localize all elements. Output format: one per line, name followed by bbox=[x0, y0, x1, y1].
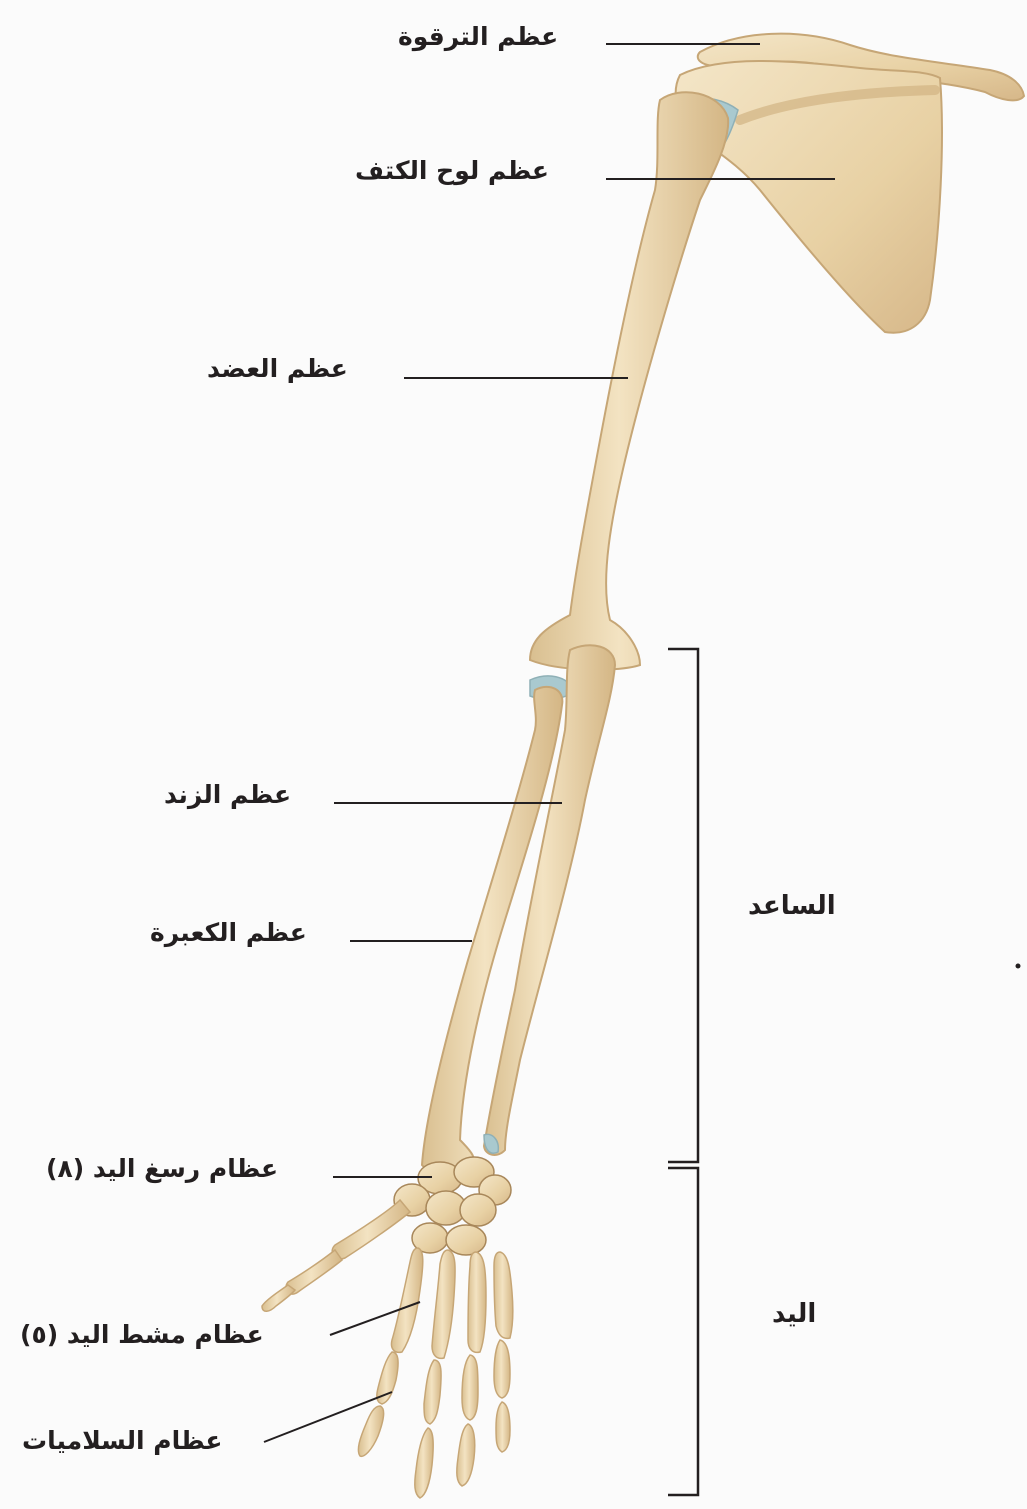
label-phalanges: عظام السلاميات bbox=[22, 1428, 222, 1453]
label-metacarpals: عظام مشط اليد (٥) bbox=[20, 1322, 264, 1347]
label-clavicle: عظم الترقوة bbox=[398, 24, 558, 49]
group-brackets bbox=[668, 649, 698, 1495]
label-humerus: عظم العضد bbox=[207, 356, 348, 381]
forearm-bracket bbox=[668, 649, 698, 1162]
label-radius: عظم الكعبرة bbox=[150, 920, 307, 945]
label-ulna: عظم الزند bbox=[164, 782, 291, 807]
thumb-bones bbox=[262, 1200, 410, 1311]
carpal-bones bbox=[394, 1157, 511, 1255]
label-scapula: عظم لوح الكتف bbox=[355, 158, 549, 183]
label-carpals: عظام رسغ اليد (٨) bbox=[46, 1156, 278, 1181]
label-hand-group: اليد bbox=[772, 1301, 816, 1327]
finger-bones bbox=[358, 1248, 512, 1498]
stray-dot bbox=[1016, 964, 1021, 969]
label-forearm-group: الساعد bbox=[748, 893, 836, 919]
hand-bracket bbox=[668, 1168, 698, 1495]
